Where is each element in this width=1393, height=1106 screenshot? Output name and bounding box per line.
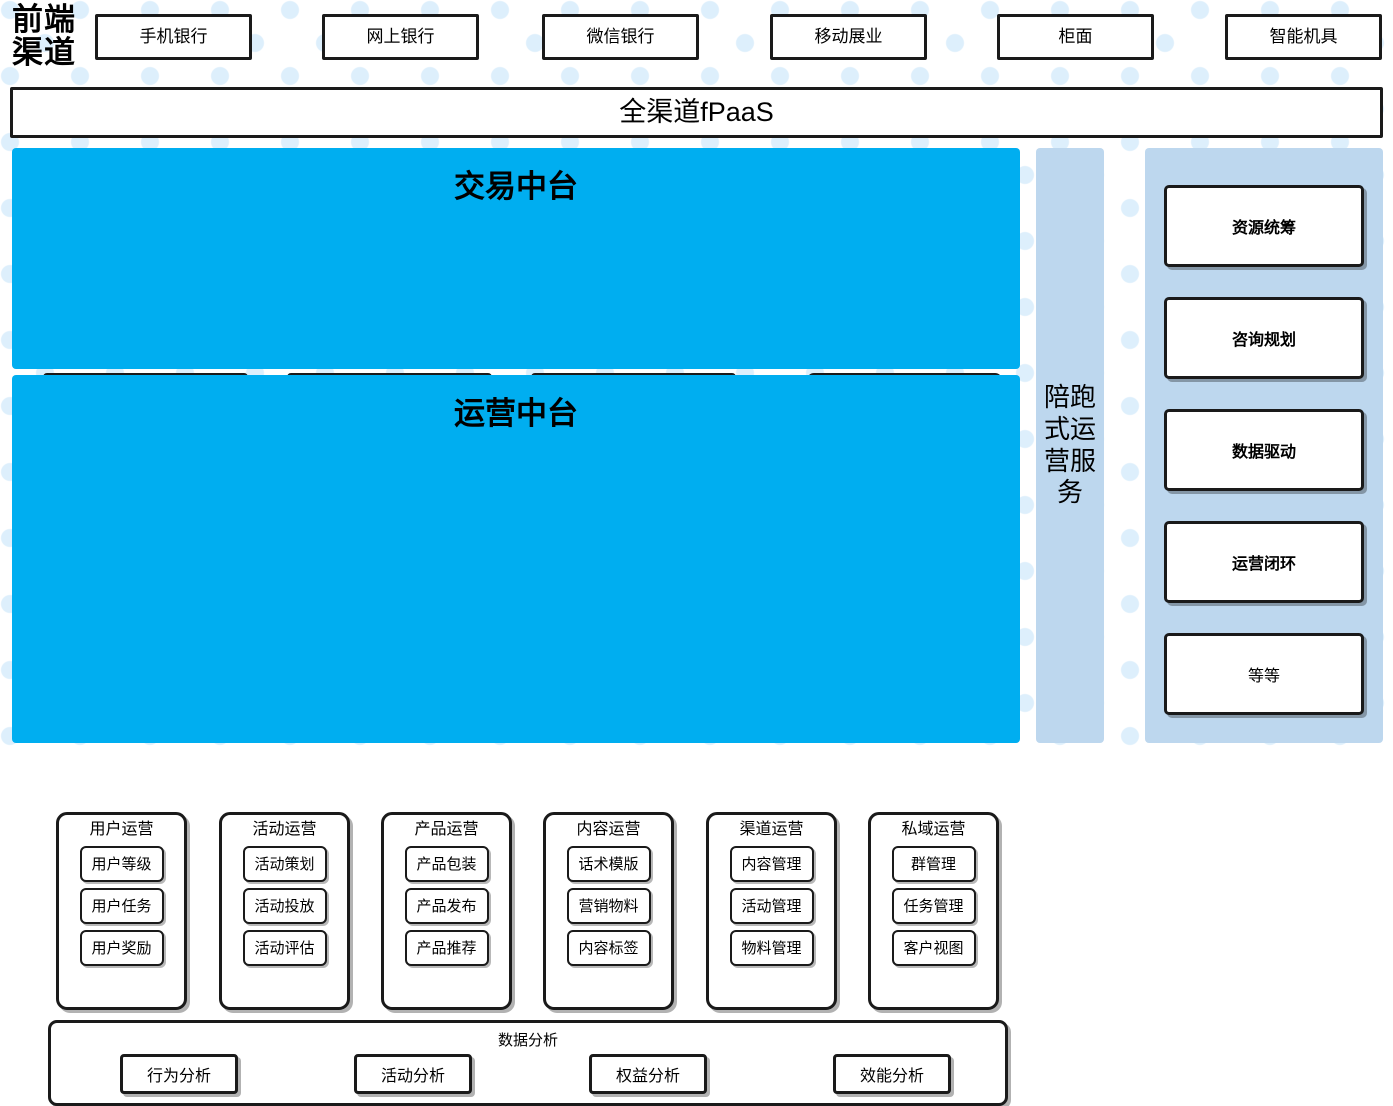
- ops-group-3: 内容运营话术模版营销物料内容标签: [543, 812, 674, 1010]
- analysis-item-1[interactable]: 活动分析: [354, 1054, 472, 1094]
- ops-item-0-0[interactable]: 用户等级: [79, 845, 164, 882]
- ops-item-5-1[interactable]: 任务管理: [891, 887, 976, 924]
- ops-item-1-1[interactable]: 活动投放: [242, 887, 327, 924]
- ops-item-3-0[interactable]: 话术模版: [566, 845, 651, 882]
- trade-platform-panel: 交易中台 用户中心认证中心限额中心合约中心风控中心流程中心 场景交易中心: [12, 148, 1020, 507]
- ops-group-5: 私域运营群管理任务管理客户视图: [868, 812, 999, 1010]
- ops-item-5-2[interactable]: 客户视图: [891, 929, 976, 966]
- ops-platform-title: 运营中台: [454, 396, 578, 431]
- channel-box-2[interactable]: 微信银行: [542, 14, 699, 60]
- channel-box-0[interactable]: 手机银行: [95, 14, 252, 60]
- capability-box-1[interactable]: 咨询规划: [1164, 297, 1364, 379]
- capability-column: 资源统筹咨询规划数据驱动运营闭环等等: [1145, 148, 1383, 743]
- ops-item-2-0[interactable]: 产品包装: [404, 845, 489, 882]
- channel-box-1[interactable]: 网上银行: [322, 14, 479, 60]
- channel-box-4[interactable]: 柜面: [997, 14, 1154, 60]
- ops-group-title-5: 私域运营: [901, 821, 966, 838]
- ops-item-1-0[interactable]: 活动策划: [242, 845, 327, 882]
- analysis-item-0[interactable]: 行为分析: [120, 1054, 238, 1094]
- ops-platform-panel: 运营中台 用户运营用户等级用户任务用户奖励活动运营活动策划活动投放活动评估产品运…: [12, 375, 1020, 1106]
- ops-item-4-1[interactable]: 活动管理: [729, 887, 814, 924]
- channel-box-5[interactable]: 智能机具: [1225, 14, 1382, 60]
- accompanying-service-column: 陪跑式运营服务: [1036, 148, 1104, 743]
- ops-group-title-0: 用户运营: [89, 821, 154, 838]
- ops-item-0-2[interactable]: 用户奖励: [79, 929, 164, 966]
- ops-item-5-0[interactable]: 群管理: [891, 845, 976, 882]
- ops-group-title-2: 产品运营: [414, 821, 479, 838]
- capability-box-0[interactable]: 资源统筹: [1164, 185, 1364, 267]
- ops-group-title-3: 内容运营: [576, 821, 641, 838]
- fpaas-bar[interactable]: 全渠道fPaaS: [10, 87, 1383, 138]
- ops-item-2-1[interactable]: 产品发布: [404, 887, 489, 924]
- capability-box-3[interactable]: 运营闭环: [1164, 521, 1364, 603]
- channel-box-3[interactable]: 移动展业: [770, 14, 927, 60]
- capability-box-4[interactable]: 等等: [1164, 633, 1364, 715]
- architecture-diagram: 前端渠道 手机银行 网上银行 微信银行 移动展业 柜面 智能机具 全渠道fPaaS 交易中…: [10, 2, 1383, 1106]
- ops-item-1-2[interactable]: 活动评估: [242, 929, 327, 966]
- accompanying-service-label: 陪跑式运营服务: [1043, 382, 1096, 508]
- ops-item-0-1[interactable]: 用户任务: [79, 887, 164, 924]
- data-analysis-title: 数据分析: [497, 1032, 558, 1049]
- ops-group-1: 活动运营活动策划活动投放活动评估: [219, 812, 350, 1010]
- trade-platform-title: 交易中台: [454, 169, 578, 204]
- ops-item-2-2[interactable]: 产品推荐: [404, 929, 489, 966]
- ops-group-2: 产品运营产品包装产品发布产品推荐: [381, 812, 512, 1010]
- ops-group-0: 用户运营用户等级用户任务用户奖励: [56, 812, 187, 1010]
- analysis-item-3[interactable]: 效能分析: [833, 1054, 951, 1094]
- ops-group-title-1: 活动运营: [252, 821, 317, 838]
- ops-group-title-4: 渠道运营: [739, 821, 804, 838]
- capability-box-2[interactable]: 数据驱动: [1164, 409, 1364, 491]
- analysis-item-2[interactable]: 权益分析: [589, 1054, 707, 1094]
- ops-item-4-0[interactable]: 内容管理: [729, 845, 814, 882]
- ops-item-3-2[interactable]: 内容标签: [566, 929, 651, 966]
- ops-item-4-2[interactable]: 物料管理: [729, 929, 814, 966]
- ops-item-3-1[interactable]: 营销物料: [566, 887, 651, 924]
- data-analysis-strip: 数据分析 行为分析 活动分析 权益分析 效能分析: [48, 1020, 1008, 1106]
- ops-group-4: 渠道运营内容管理活动管理物料管理: [706, 812, 837, 1010]
- front-channel-label: 前端渠道: [12, 2, 76, 70]
